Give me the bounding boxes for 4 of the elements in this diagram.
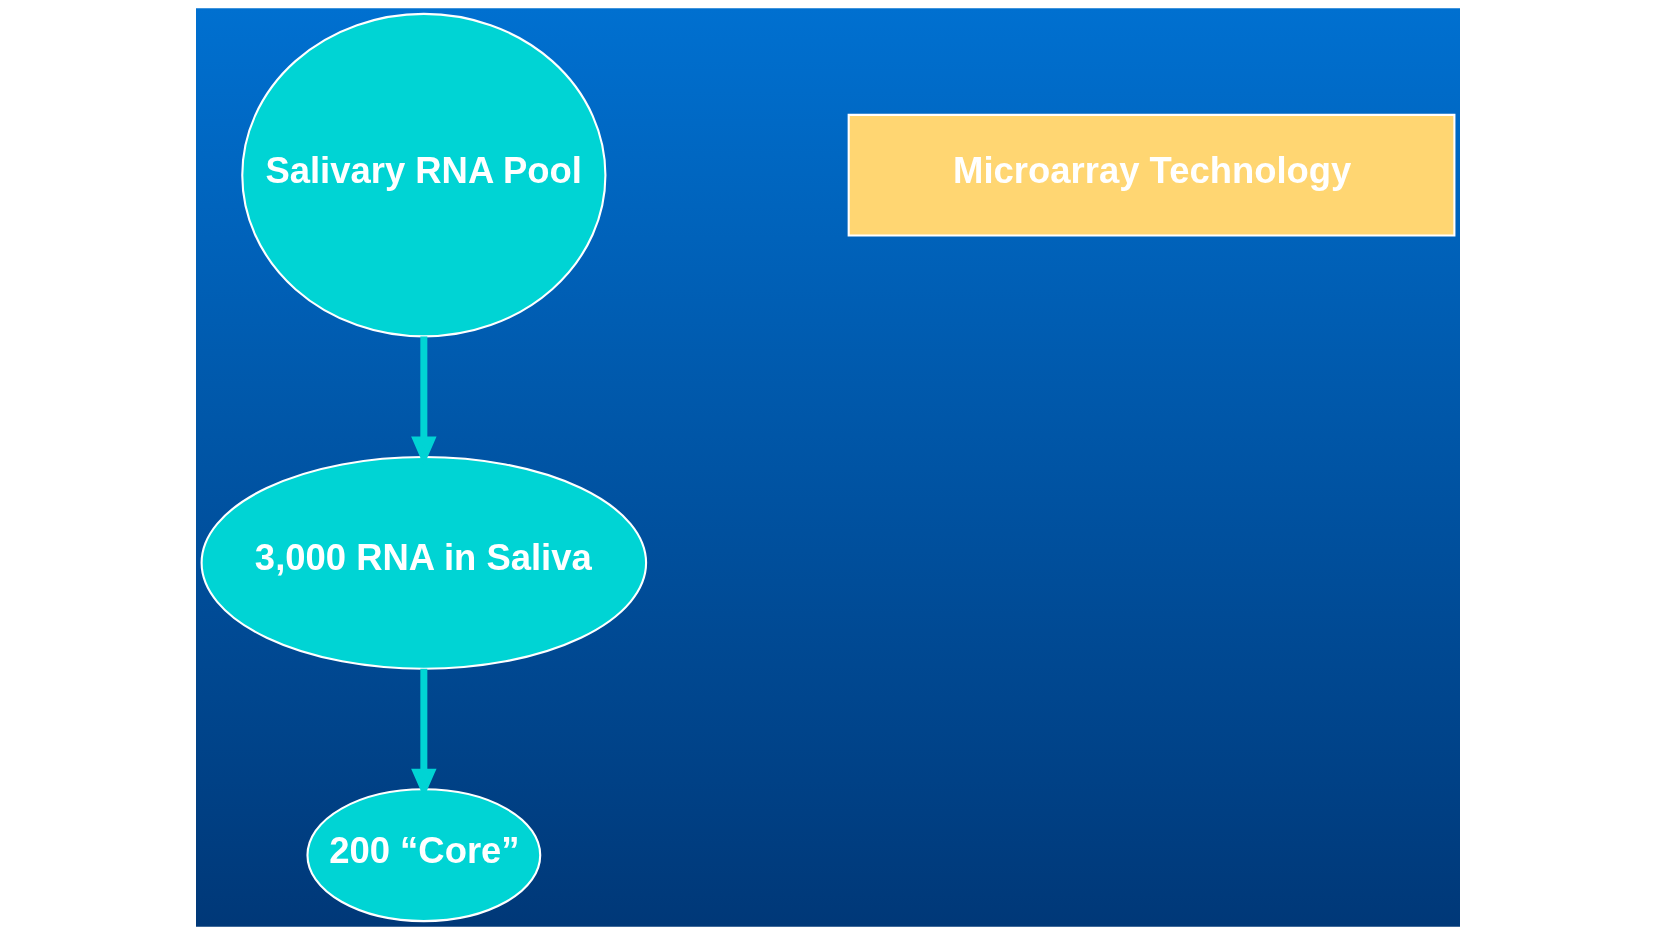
- node-ellipse: 3,000 RNA in Saliva: [200, 455, 648, 670]
- node-box: Microarray Technology: [847, 113, 1456, 237]
- node-ellipse: Salivary RNA Pool: [241, 12, 607, 338]
- node-ellipse: 200 “Core”: [306, 788, 542, 923]
